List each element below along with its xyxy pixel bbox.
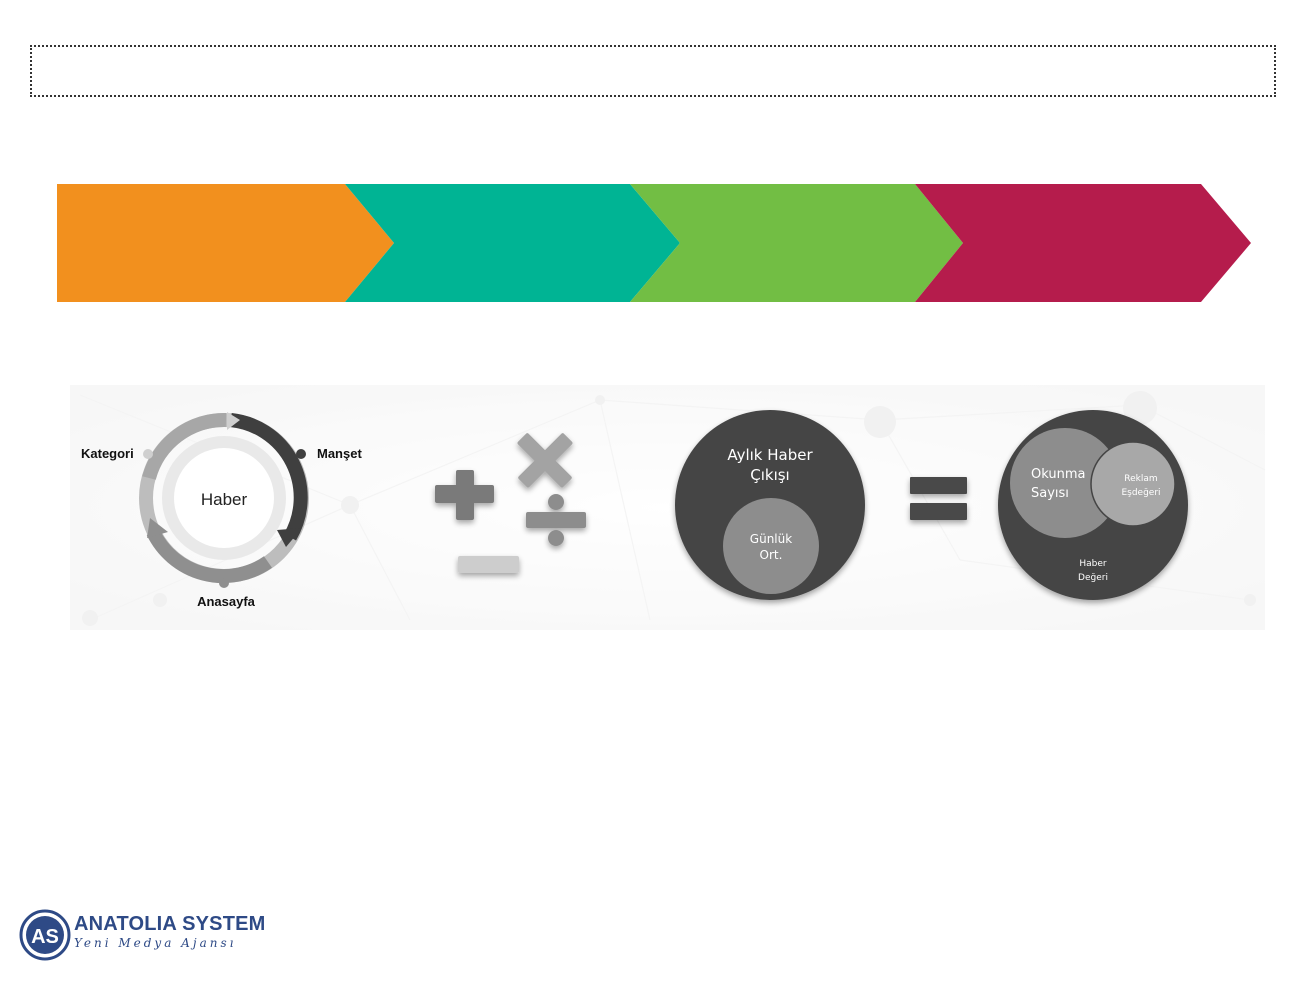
process-arrow — [57, 184, 1251, 302]
divide-icon — [526, 494, 586, 546]
cycle-center-label: Haber — [201, 490, 248, 509]
logo-mark-icon: AS — [19, 909, 71, 961]
math-operators — [435, 433, 586, 573]
logo-tagline: Yeni Medya Ajansı — [74, 936, 237, 950]
cycle-arc-mid — [146, 528, 273, 584]
cycle-arc-dark — [230, 413, 308, 541]
cycle-label-manset: Manşet — [317, 446, 362, 461]
cycle-arrow-head-top — [227, 412, 240, 430]
equals-icon — [910, 477, 967, 520]
news-value-circle — [998, 410, 1188, 600]
process-segment-1 — [57, 184, 394, 302]
cycle-arc-light — [142, 412, 227, 480]
cycle-label-kategori: Kategori — [81, 446, 134, 461]
cycle-center — [174, 448, 274, 548]
cycle-label-anasayfa: Anasayfa — [197, 594, 256, 609]
title-placeholder-box — [30, 45, 1276, 97]
cycle-arrow-head-right — [277, 528, 302, 547]
cycle-arrow-head-left — [147, 518, 168, 538]
svg-text:AS: AS — [31, 926, 59, 948]
plus-icon — [435, 470, 494, 520]
process-segment-4 — [915, 184, 1251, 302]
process-segment-3 — [630, 184, 963, 302]
monthly-news-circle — [675, 410, 865, 600]
cycle-dot-anasayfa — [219, 578, 229, 588]
infographic-panel: Haber Kategori Manşet Anasayfa Aylık — [70, 385, 1266, 630]
read-count-circle — [1010, 428, 1120, 538]
process-segment-2 — [345, 184, 680, 302]
cycle-dot-kategori — [143, 449, 153, 459]
logo-name: ANATOLIA SYSTEM — [74, 913, 266, 935]
minus-icon — [458, 556, 519, 573]
ad-equivalent-circle — [1090, 441, 1176, 527]
cycle-dot-manset — [296, 449, 306, 459]
multiply-icon — [517, 433, 573, 488]
cycle-diagram: Haber Kategori Manşet Anasayfa — [81, 412, 362, 609]
daily-average-circle — [723, 498, 819, 594]
anatolia-system-logo: AS ANATOLIA SYSTEM Yeni Medya Ajansı — [18, 905, 265, 965]
